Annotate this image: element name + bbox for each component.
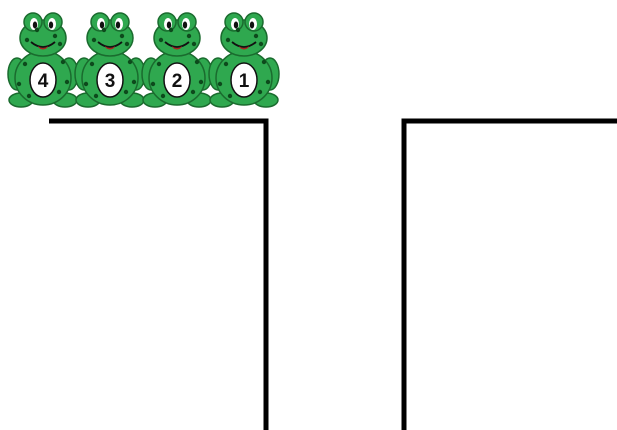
frog-spot [191, 90, 195, 94]
frog-spot [259, 42, 263, 46]
frog-spot [35, 28, 39, 32]
frog-spot [254, 34, 258, 38]
frog-spot [161, 94, 165, 98]
frog-pupil-right [183, 22, 187, 29]
frog-spot [132, 80, 136, 84]
frog-3[interactable]: 3 [75, 13, 145, 107]
frog-spot [262, 60, 266, 64]
frog-spot [157, 62, 161, 66]
frog-number-label: 1 [239, 71, 250, 92]
frog-4[interactable]: 4 [8, 13, 78, 107]
frog-spot [57, 90, 61, 94]
frog-number-label: 3 [105, 71, 116, 92]
frog-spot [25, 38, 29, 42]
frog-number-label: 4 [38, 71, 49, 92]
frog-spot [266, 80, 270, 84]
frog-spot [58, 42, 62, 46]
frog-spot [61, 60, 65, 64]
frog-spot [236, 28, 240, 32]
frog-pupil-left [234, 22, 238, 29]
frog-pupil-right [49, 22, 53, 29]
frog-spot [120, 34, 124, 38]
frog-spot [228, 94, 232, 98]
frog-pupil-left [167, 22, 171, 29]
frog-spot [199, 80, 203, 84]
frog-spot [27, 94, 31, 98]
right-ledge-wall [404, 121, 617, 430]
frog-spot [125, 42, 129, 46]
frog-1[interactable]: 1 [209, 13, 279, 107]
frog-row: 4 3 2 1 [8, 13, 279, 107]
frog-spot [195, 60, 199, 64]
frog-spot [90, 62, 94, 66]
frog-spot [151, 82, 155, 86]
frog-pupil-right [250, 22, 254, 29]
frog-number-label: 2 [172, 71, 183, 92]
frog-spot [226, 38, 230, 42]
frog-spot [94, 94, 98, 98]
frog-pupil-left [33, 22, 37, 29]
frog-spot [65, 80, 69, 84]
frog-spot [159, 38, 163, 42]
frog-spot [169, 28, 173, 32]
frog-spot [224, 62, 228, 66]
frog-spot [218, 82, 222, 86]
frog-2[interactable]: 2 [142, 13, 212, 107]
frog-spot [102, 28, 106, 32]
frog-spot [187, 34, 191, 38]
frog-spot [258, 90, 262, 94]
frog-spot [192, 42, 196, 46]
frog-pupil-right [116, 22, 120, 29]
frog-spot [128, 60, 132, 64]
frog-spot [17, 82, 21, 86]
frog-spot [92, 38, 96, 42]
frog-pupil-left [100, 22, 104, 29]
frog-spot [84, 82, 88, 86]
frog-spot [124, 90, 128, 94]
frog-spot [53, 34, 57, 38]
left-ledge-wall [49, 121, 266, 430]
frog-spot [23, 62, 27, 66]
